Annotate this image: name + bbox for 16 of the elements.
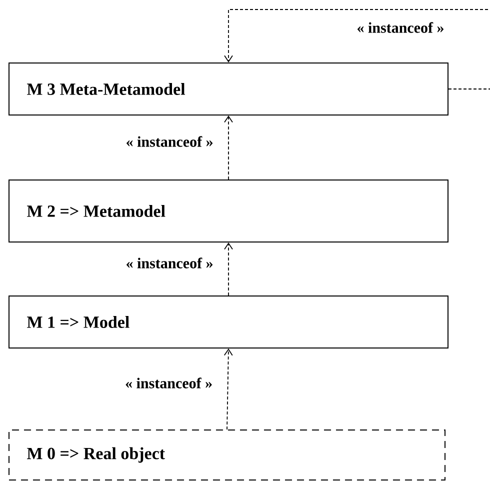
level-box [8, 429, 446, 480]
arrow [224, 242, 233, 296]
node-label: M 3 Meta-Metamodel [27, 83, 186, 95]
arrow [224, 115, 233, 180]
level-box [8, 296, 448, 348]
edge-label: « instanceof » [126, 378, 212, 388]
level-box [8, 62, 448, 116]
edge-label: « instanceof » [358, 22, 444, 33]
node-label: M 1 => Model [27, 316, 130, 328]
edge-label: « instanceof » [126, 136, 213, 147]
level-box [8, 180, 448, 242]
edge-label: « instanceof » [126, 258, 213, 268]
arrow [224, 9, 490, 90]
node-label: M 2 => Metamodel [27, 205, 166, 217]
node-label: M 0 => Real object [27, 447, 165, 463]
arrow [224, 348, 233, 430]
